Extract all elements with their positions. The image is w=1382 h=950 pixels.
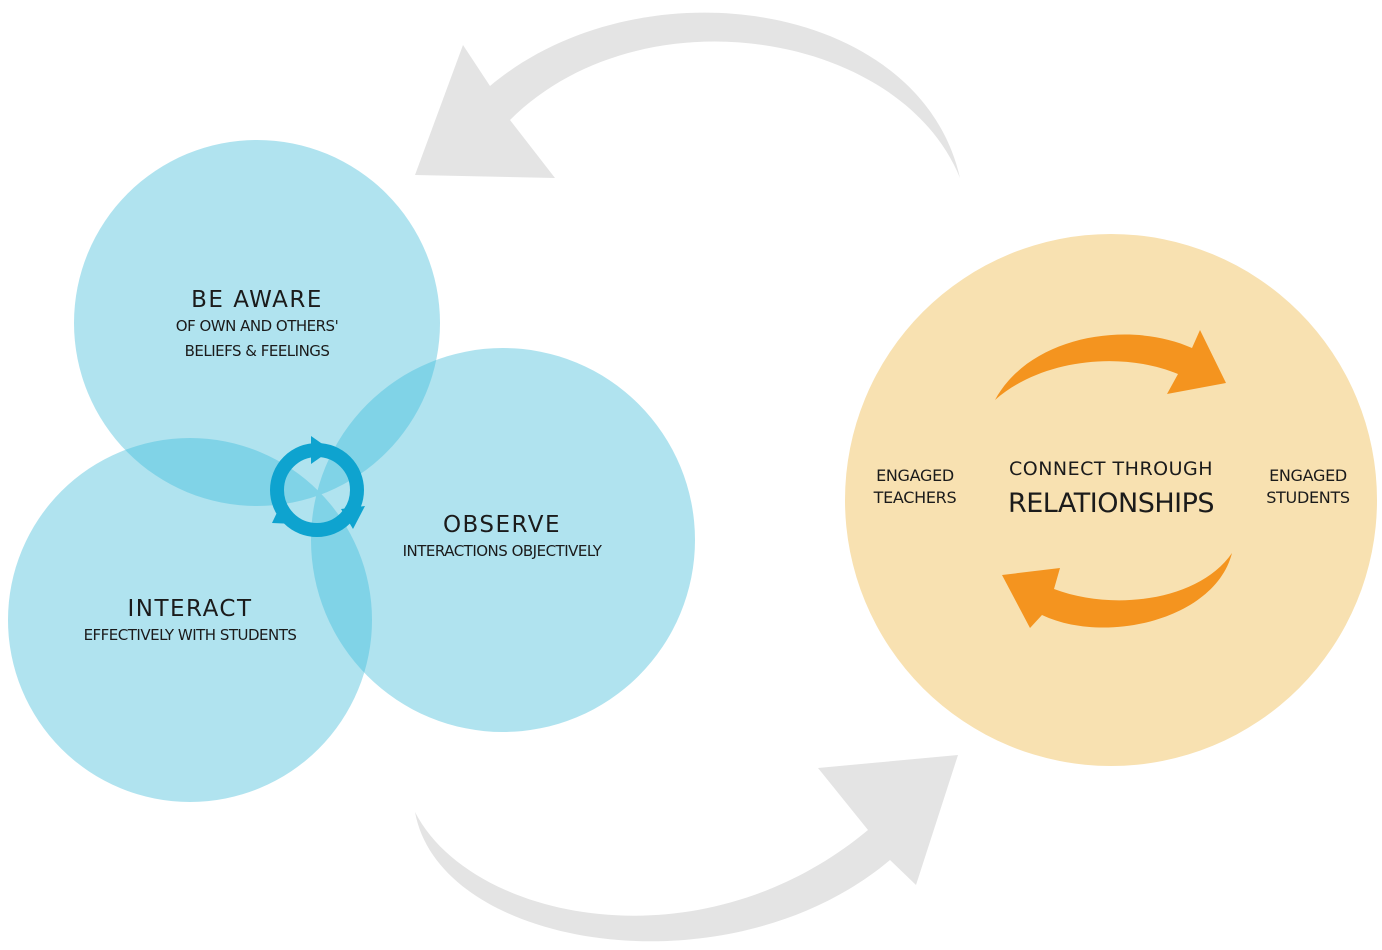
curved-arrow-icon (995, 330, 1226, 400)
interact-circle (8, 438, 372, 802)
curved-arrow-icon (1002, 553, 1232, 628)
observe-line-1: INTERACTIONS OBJECTIVELY (403, 542, 603, 560)
cycle-arrows-icon (270, 436, 365, 537)
bottom-gray-arrow (415, 755, 958, 942)
curved-arrow-icon (415, 755, 958, 942)
engaged-students-line-2: STUDENTS (1266, 488, 1350, 507)
venn-diagram (8, 140, 695, 802)
aware-title: BE AWARE (191, 287, 323, 313)
interact-line-1: EFFECTIVELY WITH STUDENTS (84, 626, 297, 644)
engaged-teachers-line-1: ENGAGED (876, 466, 954, 485)
observe-circle (311, 348, 695, 732)
aware-line-2: BELIEFS & FEELINGS (185, 342, 330, 360)
interact-title: INTERACT (127, 596, 252, 622)
aware-line-1: OF OWN AND OTHERS' (176, 317, 338, 335)
relationships-label: RELATIONSHIPS (1008, 488, 1214, 519)
curved-arrow-icon (415, 12, 960, 179)
engaged-teachers-line-2: TEACHERS (873, 488, 957, 507)
aware-circle (74, 140, 440, 506)
connect-through-label: CONNECT THROUGH (1009, 458, 1213, 480)
top-gray-arrow (415, 12, 960, 179)
engaged-students-line-1: ENGAGED (1269, 466, 1347, 485)
observe-title: OBSERVE (443, 512, 561, 538)
relationships-circle (845, 234, 1377, 766)
